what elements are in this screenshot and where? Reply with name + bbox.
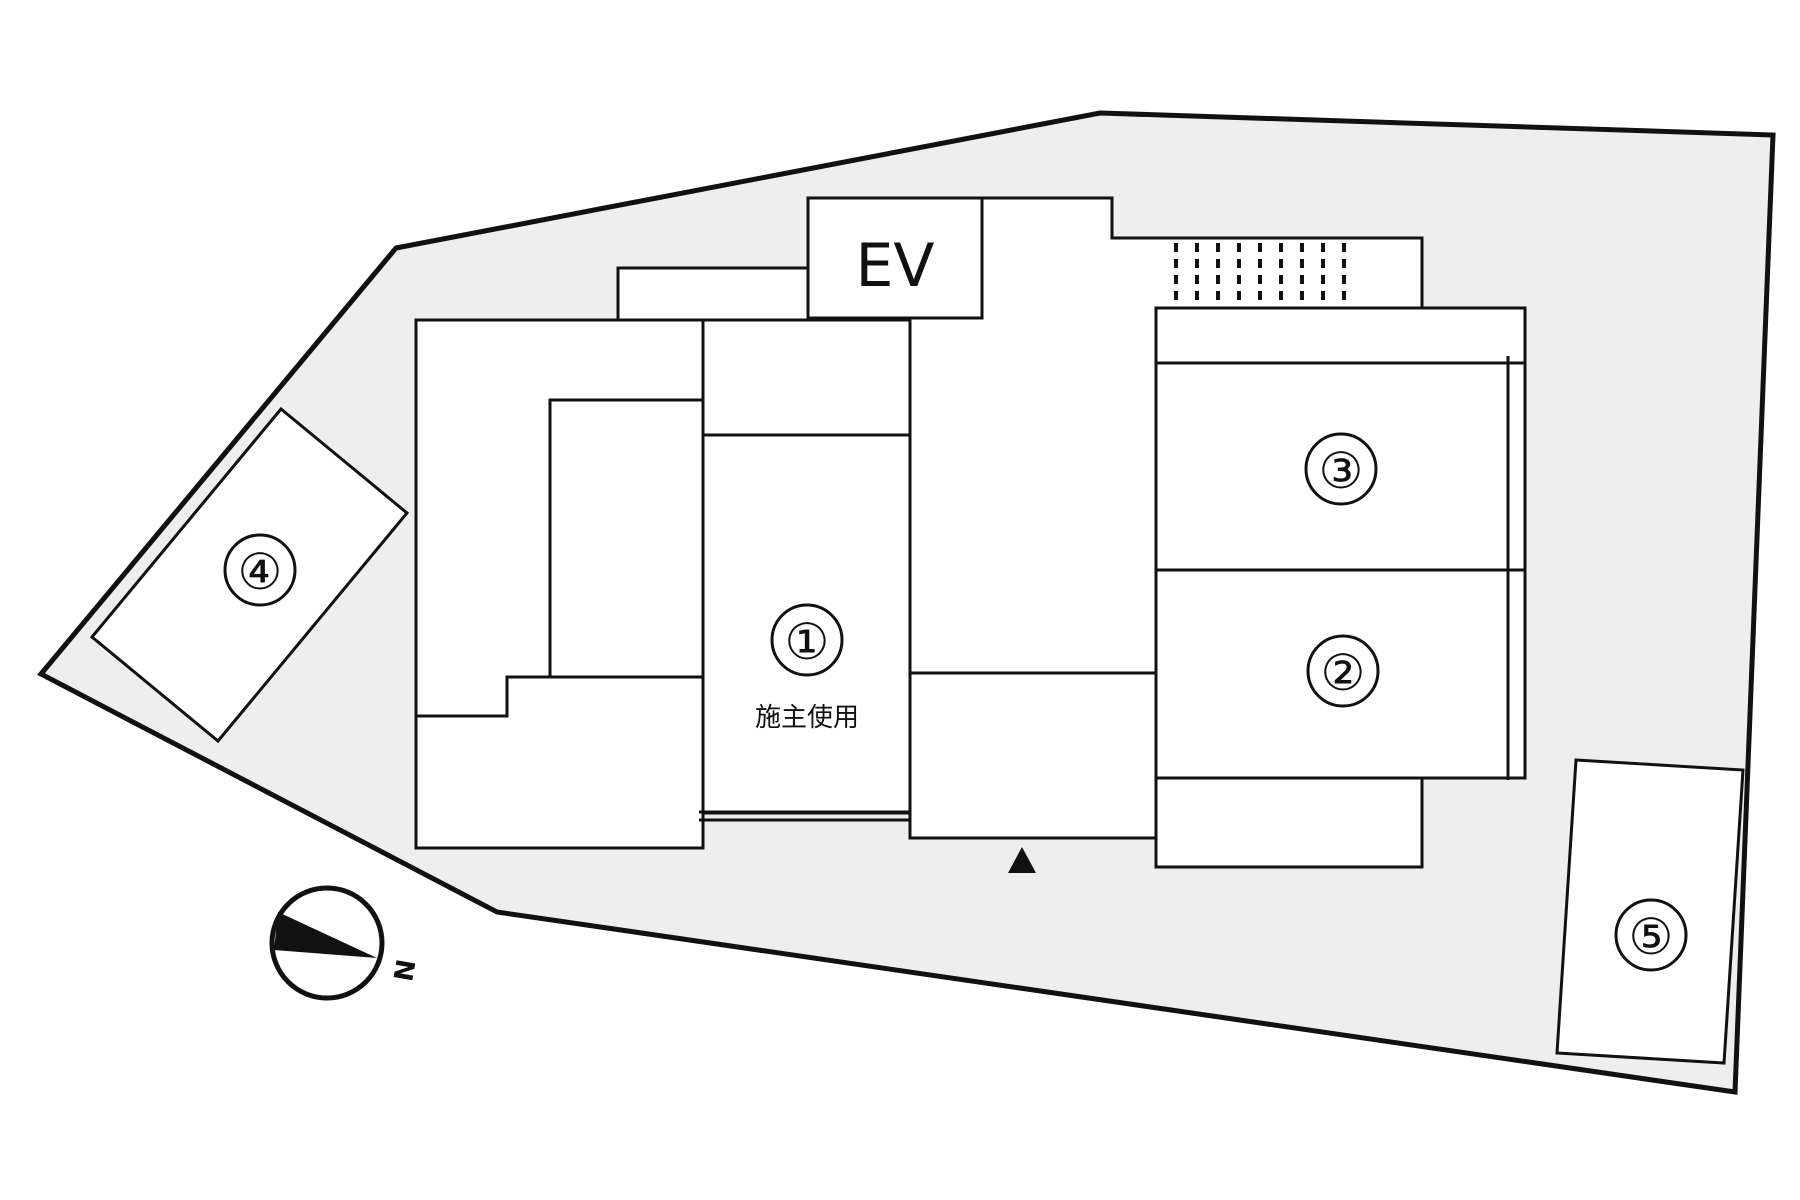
unit-5-label: ⑤ bbox=[1629, 908, 1674, 966]
right-wing-top-strip bbox=[1154, 306, 1527, 365]
parking-space-5[interactable] bbox=[1555, 758, 1745, 1065]
compass-icon: N bbox=[269, 885, 420, 1001]
unit-2-marker: ② bbox=[1306, 634, 1380, 708]
unit-1-upper-room bbox=[701, 318, 912, 437]
unit-3[interactable] bbox=[1154, 361, 1527, 572]
top-annex bbox=[616, 266, 810, 322]
unit-5-marker: ⑤ bbox=[1614, 898, 1688, 972]
stair-marks bbox=[1174, 243, 1346, 303]
unit-1-label: ① bbox=[785, 613, 830, 671]
unit-3-marker: ③ bbox=[1304, 432, 1378, 506]
parking-space-4[interactable] bbox=[89, 406, 410, 744]
right-wing-bottom-room bbox=[1154, 776, 1424, 869]
unit-2-label: ② bbox=[1321, 644, 1366, 702]
unit-1-marker: ① bbox=[770, 603, 844, 677]
owner-use-label: 施主使用 bbox=[755, 703, 859, 733]
central-block bbox=[908, 196, 1424, 840]
left-wing-inner-wall bbox=[416, 398, 703, 718]
unit-4-marker: ④ bbox=[223, 533, 297, 607]
unit-1[interactable] bbox=[701, 433, 912, 815]
unit-2[interactable] bbox=[1154, 568, 1527, 780]
unit-4-label: ④ bbox=[238, 543, 283, 601]
left-wing-outline bbox=[414, 318, 705, 850]
north-label: N bbox=[386, 957, 419, 984]
entrance-marker bbox=[1008, 847, 1036, 873]
unit-3-label: ③ bbox=[1319, 442, 1364, 500]
elevator-label: EV bbox=[856, 231, 935, 301]
